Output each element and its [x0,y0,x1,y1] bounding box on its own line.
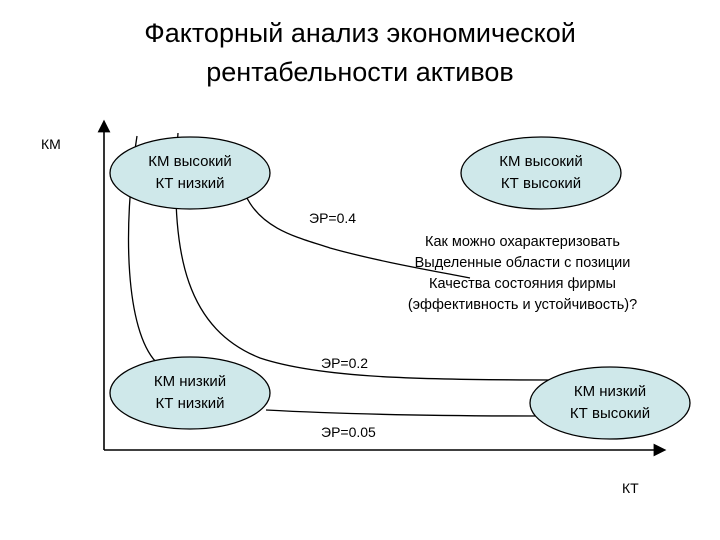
quadrant-bottom-right-line2: КТ высокий [569,405,651,422]
curve-label-er-005: ЭР=0.05 [321,424,376,440]
quadrant-top-right-line2: КТ высокий [500,175,582,192]
slide-title: Факторный анализ экономической рентабель… [60,14,660,92]
question-line-2: Выделенные области с позиции [414,255,631,271]
quadrant-bottom-right-line1: КМ низкий [573,383,647,400]
question-line-3: Качества состояния фирмы [429,276,616,292]
curve-label-er-02: ЭР=0.2 [321,355,369,371]
question-line-1: Как можно охарактеризовать [425,234,620,250]
title-line-2: рентабельности активов [206,57,514,87]
ellipse-km-low-kt-low [109,356,271,430]
quadrant-top-right-line1: КМ высокий [499,153,583,170]
quadrant-bottom-left-label: КМ низкий КТ низкий [120,371,260,415]
quadrant-bottom-right-label: КМ низкий КТ высокий [540,381,680,425]
quadrant-bottom-left-line1: КМ низкий [153,373,227,390]
ellipse-km-low-kt-high [529,366,691,440]
quadrant-top-left-line1: КМ высокий [148,153,232,170]
question-line-4: (эффективность и устойчивость)? [407,297,638,313]
ellipse-km-high-kt-high [460,136,622,210]
quadrant-top-right-label: КМ высокий КТ высокий [471,151,611,195]
curve-er-04 [245,195,471,279]
quadrant-top-left-line2: КТ низкий [155,175,225,192]
ellipse-km-high-kt-low [109,136,271,210]
curve-label-er-04: ЭР=0.4 [309,210,357,226]
quadrant-top-left-label: КМ высокий КТ низкий [120,151,260,195]
y-axis-label: КМ [41,136,61,152]
quadrant-bottom-left-line2: КТ низкий [155,395,225,412]
title-line-1: Факторный анализ экономической [144,18,576,48]
question-text: Как можно охарактеризовать Выделенные об… [360,232,685,316]
curve-er-02 [175,132,561,381]
x-axis-label: КТ [622,480,639,496]
